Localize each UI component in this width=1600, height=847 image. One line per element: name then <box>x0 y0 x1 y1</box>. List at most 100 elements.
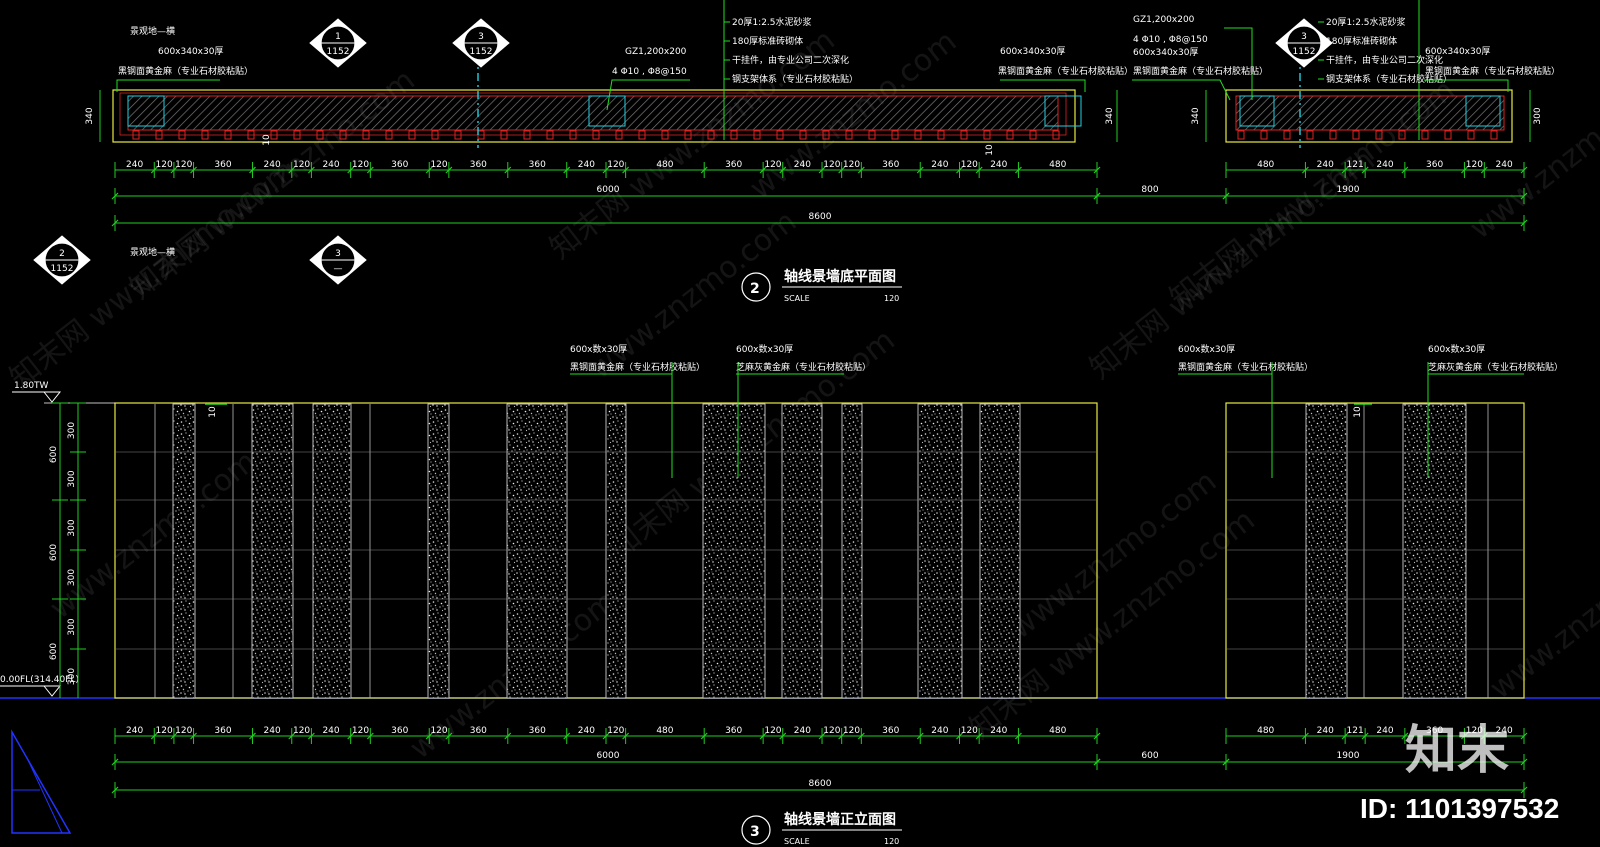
elev-dim-label: 360 <box>529 726 546 736</box>
plan-r-gz-rebar: 4 Φ10 , Φ8@150 <box>1133 35 1208 45</box>
plan-r-gz-label: GZ1,200x200 <box>1133 15 1195 25</box>
plan-anchor <box>178 130 186 140</box>
plan-dim-label: 480 <box>656 160 673 170</box>
elev-dim-slash <box>916 732 924 740</box>
plan-anchor <box>799 130 807 140</box>
plan-height-dim-left: 340 <box>85 107 95 124</box>
elev-dim-label: 480 <box>1049 726 1066 736</box>
plan-dim-label: 120 <box>823 160 840 170</box>
elev-dim-r-label: 240 <box>1317 726 1334 736</box>
plan-anchor <box>707 130 715 140</box>
plan-anchor <box>868 130 876 140</box>
plan-anchor <box>316 130 324 140</box>
elev-dim-slash <box>1093 732 1101 740</box>
plan-anchor <box>1375 130 1383 140</box>
elev-dim-slash <box>857 732 865 740</box>
plan-title-circle <box>741 272 771 302</box>
plan-anchor <box>914 130 922 140</box>
plan-anchor <box>224 130 232 140</box>
plan-total-right-dim-slash <box>1520 192 1528 200</box>
plan-dim-label: 240 <box>794 160 811 170</box>
elev-dim-r-slash <box>1341 732 1349 740</box>
plan-anchor <box>1421 130 1429 140</box>
elev-note-size: 600x数x30厚 <box>736 343 793 355</box>
plan-anchor <box>546 130 554 140</box>
plan-anchor <box>1029 130 1037 140</box>
plan-dim-slash <box>1093 166 1101 174</box>
plan-dim-r-slash <box>1361 166 1369 174</box>
watermark-text: www.znzmo.com <box>1463 64 1600 246</box>
elev-note-size: 600x数x30厚 <box>570 343 627 355</box>
plan-anchor <box>937 130 945 140</box>
plan-dim-slash <box>857 166 865 174</box>
elev-total-right-dim-slash <box>1222 758 1230 766</box>
plan-r-leader-right <box>1424 79 1509 92</box>
elev-dim-label: 120 <box>843 726 860 736</box>
plan-dim-slash <box>916 166 924 174</box>
plan-anchor <box>776 130 784 140</box>
plan-left-size: 600x340x30厚 <box>158 46 223 57</box>
section-sheet: 1152 <box>327 47 350 57</box>
vdim-label: 300 <box>67 668 77 685</box>
plan-anchor <box>408 130 416 140</box>
elev-wall-right <box>1225 402 1525 699</box>
plan-anchor <box>638 130 646 140</box>
elev-dim-slash <box>288 732 296 740</box>
plan-leader-gz <box>606 79 690 111</box>
elev-overall-dim-slash <box>1520 786 1528 794</box>
elev-dim-slash <box>602 732 610 740</box>
plan-anchor <box>822 130 830 140</box>
elev-dim-label: 240 <box>126 726 143 736</box>
plan-dim-slash <box>425 166 433 174</box>
plan-total-left: 6000 <box>597 185 620 195</box>
plan-dim-label: 120 <box>607 160 624 170</box>
plan-r-mat: 黑钢面黄金麻（专业石材胶粘贴） <box>1133 65 1268 77</box>
plan-column-left-2 <box>588 95 626 127</box>
plan-r-leader-gz <box>1224 27 1253 100</box>
plan-dim-slash <box>1015 166 1022 174</box>
elev-dim-slash <box>504 732 512 740</box>
plan-dim-slash <box>838 166 846 174</box>
plan-dim-slash <box>445 166 453 174</box>
elev-dim-label: 120 <box>352 726 369 736</box>
plan-dim-label: 120 <box>352 160 369 170</box>
plan-r-layer-text: 180厚标准砖砌体 <box>1326 35 1397 47</box>
plan-gap-dim-slash <box>1093 192 1101 200</box>
stone-panel <box>427 403 450 699</box>
plan-dim-label: 360 <box>470 160 487 170</box>
plan-r-layer-text: 20厚1:2.5水泥砂浆 <box>1326 16 1406 28</box>
plan-wall-left-outline <box>112 89 1076 143</box>
elev-dim-slash <box>818 732 826 740</box>
plan-dim-label: 240 <box>126 160 143 170</box>
stone-panel <box>979 403 1021 699</box>
plan-dim-r-slash <box>1301 166 1309 174</box>
plan-dim-label: 360 <box>214 160 231 170</box>
elev-scale-label: SCALE <box>784 837 810 846</box>
plan-anchor <box>155 130 163 140</box>
elev-dim-label: 360 <box>214 726 231 736</box>
image-id: ID: 1101397532 <box>1360 793 1559 824</box>
plan-dim-label: 360 <box>725 160 742 170</box>
plan-anchor <box>730 130 738 140</box>
elev-dim-r-slash <box>1461 732 1468 740</box>
plan-wall-left-hatch <box>127 95 1059 131</box>
plan-r-right-size: 600x340x30厚 <box>1425 46 1490 57</box>
elev-dim-label: 120 <box>175 726 192 736</box>
plan-scale-label: SCALE <box>784 294 810 303</box>
section-number: 3 <box>1301 32 1307 42</box>
elev-dim-r-label: 240 <box>1376 726 1393 736</box>
elev-dim-label: 480 <box>656 726 673 736</box>
elev-dim-label: 120 <box>430 726 447 736</box>
plan-anchor <box>1237 130 1245 140</box>
plan-dim-r-label: 240 <box>1376 160 1393 170</box>
plan-layer-text: 干挂件，由专业公司二次深化 <box>732 54 849 66</box>
plan-dim-label: 240 <box>264 160 281 170</box>
watermark-text: www.znzmo.com <box>583 204 803 386</box>
elev-dim-slash <box>563 732 571 740</box>
plan-total-right-dim-slash <box>1222 192 1230 200</box>
plan-anchor <box>1467 130 1475 140</box>
plan-dim-r-slash <box>1480 166 1488 174</box>
elev-dim-slash <box>956 732 963 740</box>
